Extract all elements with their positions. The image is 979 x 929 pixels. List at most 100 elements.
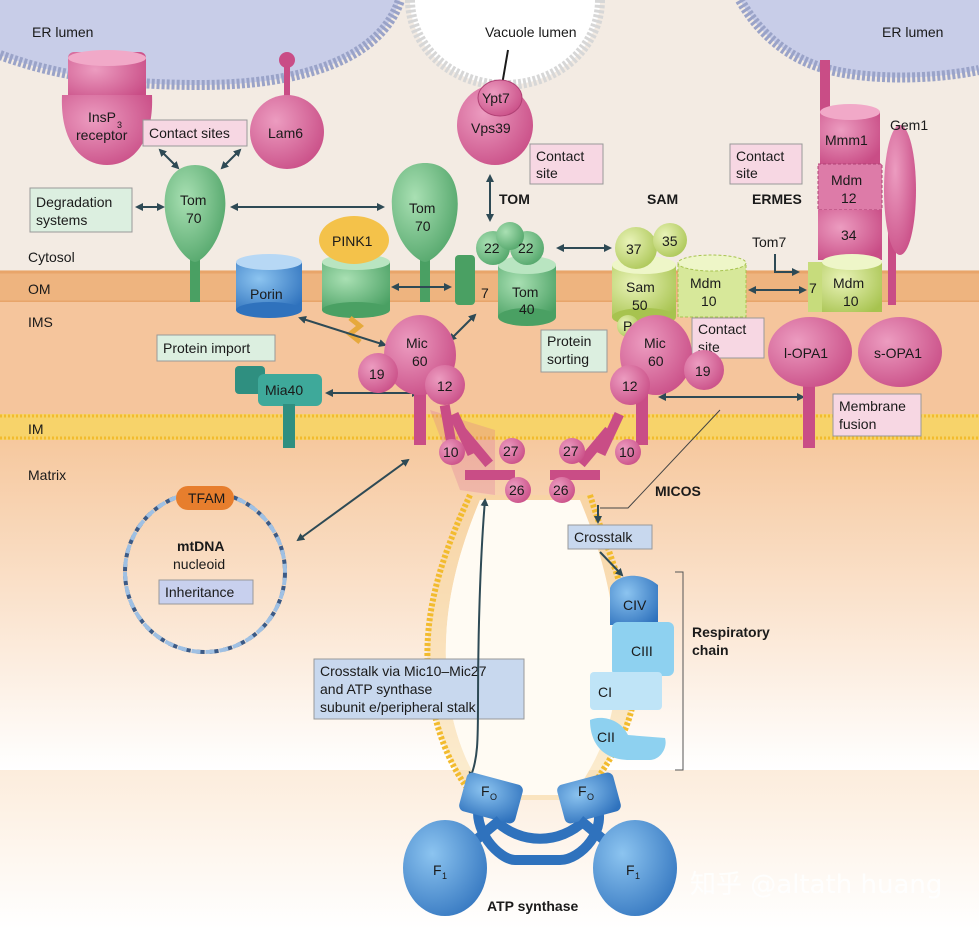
svg-text:35: 35	[662, 233, 678, 249]
contact-sites-callout: Contact sites	[142, 119, 248, 147]
svg-text:F: F	[626, 862, 635, 878]
svg-text:Inheritance: Inheritance	[165, 584, 234, 600]
svg-text:60: 60	[648, 353, 664, 369]
svg-text:subunit e/peripheral stalk: subunit e/peripheral stalk	[320, 699, 477, 715]
svg-text:Lam6: Lam6	[268, 125, 303, 141]
membrane-fusion-callout: Membrane fusion	[832, 393, 922, 437]
svg-text:Contact: Contact	[736, 148, 784, 164]
svg-text:10: 10	[443, 444, 459, 460]
svg-text:F: F	[433, 862, 442, 878]
svg-text:s-OPA1: s-OPA1	[874, 345, 922, 361]
protein-import-callout: Protein import	[156, 334, 276, 362]
svg-text:Tom: Tom	[180, 192, 206, 208]
svg-text:fusion: fusion	[839, 416, 876, 432]
svg-text:70: 70	[415, 218, 431, 234]
porin: Porin	[236, 254, 302, 318]
insp3-receptor: InsP 3 receptor	[61, 50, 153, 165]
cytosol-label: Cytosol	[28, 249, 75, 265]
svg-text:F: F	[481, 783, 490, 799]
svg-text:12: 12	[841, 190, 857, 206]
crosstalk-via-callout: Crosstalk via Mic10–Mic27 and ATP syntha…	[313, 658, 525, 720]
svg-text:1: 1	[442, 871, 447, 881]
er-right: ER lumen	[735, 0, 979, 83]
opa1: l-OPA1 s-OPA1	[768, 317, 942, 448]
svg-text:Crosstalk via Mic10–Mic27: Crosstalk via Mic10–Mic27	[320, 663, 487, 679]
vacuole-lumen-label: Vacuole lumen	[485, 24, 577, 40]
svg-text:systems: systems	[36, 212, 87, 228]
svg-text:26: 26	[509, 482, 525, 498]
svg-text:Contact sites: Contact sites	[149, 125, 230, 141]
svg-text:CII: CII	[597, 729, 615, 745]
svg-text:7: 7	[809, 280, 817, 296]
om-label: OM	[28, 281, 51, 297]
svg-text:l-OPA1: l-OPA1	[784, 345, 828, 361]
svg-text:sorting: sorting	[547, 351, 589, 367]
svg-text:site: site	[736, 165, 758, 181]
mia40: Mia40	[235, 366, 322, 448]
mtdna-nucleoid: TFAM mtDNA nucleoid Inheritance	[123, 486, 287, 654]
tom7-label: Tom7	[752, 234, 786, 250]
svg-text:Mdm: Mdm	[833, 275, 864, 291]
svg-text:27: 27	[503, 443, 519, 459]
matrix-label: Matrix	[28, 467, 66, 483]
svg-text:nucleoid: nucleoid	[173, 556, 225, 572]
svg-text:Mdm: Mdm	[690, 275, 721, 291]
degradation-callout: Degradation systems	[29, 187, 133, 233]
svg-text:F: F	[578, 783, 587, 799]
svg-text:Contact: Contact	[536, 148, 584, 164]
svg-text:Mia40: Mia40	[265, 382, 303, 398]
svg-text:Protein import: Protein import	[163, 340, 250, 356]
protein-sorting-callout: Protein sorting	[540, 329, 608, 373]
svg-text:Sam: Sam	[626, 279, 655, 295]
crosstalk-callout: Crosstalk	[567, 524, 653, 550]
svg-text:3: 3	[117, 120, 122, 130]
svg-text:P: P	[623, 318, 632, 334]
svg-text:27: 27	[563, 443, 579, 459]
svg-text:CI: CI	[598, 684, 612, 700]
tom-label: TOM	[499, 191, 530, 207]
atp-synthase: F O F O F 1 F 1	[403, 772, 677, 916]
svg-text:TFAM: TFAM	[188, 490, 225, 506]
svg-text:50: 50	[632, 297, 648, 313]
micos-right: Mic 60 19 12 10 27 26	[549, 315, 724, 503]
svg-text:26: 26	[553, 482, 569, 498]
svg-text:Mmm1: Mmm1	[825, 132, 868, 148]
svg-text:CIV: CIV	[623, 597, 647, 613]
svg-text:Tom: Tom	[512, 284, 538, 300]
tom70-mid: Tom 70	[391, 163, 458, 302]
contact-site-right-callout: Contact site	[729, 143, 803, 185]
svg-text:12: 12	[622, 378, 638, 394]
svg-text:60: 60	[412, 353, 428, 369]
atp-synthase-label: ATP synthase	[487, 898, 579, 914]
svg-text:Contact: Contact	[698, 321, 746, 337]
svg-text:Membrane: Membrane	[839, 398, 906, 414]
micos-label: MICOS	[655, 483, 701, 499]
svg-text:Tom: Tom	[409, 200, 435, 216]
im-label: IM	[28, 421, 44, 437]
contact-site-top-callout: Contact site	[529, 143, 604, 185]
ermes-complex: Mmm1 Mdm 12 34 7 Mdm 10	[808, 60, 916, 312]
svg-text:site: site	[536, 165, 558, 181]
respiratory-chain-label-1: Respiratory	[692, 624, 770, 640]
svg-text:22: 22	[518, 240, 534, 256]
svg-text:10: 10	[701, 293, 717, 309]
svg-text:19: 19	[695, 363, 711, 379]
svg-text:PINK1: PINK1	[332, 233, 373, 249]
gem1-label: Gem1	[890, 117, 928, 133]
svg-text:Porin: Porin	[250, 286, 283, 302]
svg-text:Mic: Mic	[644, 335, 666, 351]
svg-text:Crosstalk: Crosstalk	[574, 529, 633, 545]
svg-text:7: 7	[481, 285, 489, 301]
svg-text:InsP: InsP	[88, 109, 116, 125]
pink1: PINK1	[319, 216, 390, 344]
svg-text:34: 34	[841, 227, 857, 243]
svg-text:10: 10	[619, 444, 635, 460]
svg-text:CIII: CIII	[631, 643, 653, 659]
svg-text:and ATP synthase: and ATP synthase	[320, 681, 433, 697]
svg-text:Mic: Mic	[406, 335, 428, 351]
respiratory-chain-label-2: chain	[692, 642, 729, 658]
lam6: Lam6	[250, 52, 324, 169]
tom70-left: Tom 70	[164, 165, 226, 302]
